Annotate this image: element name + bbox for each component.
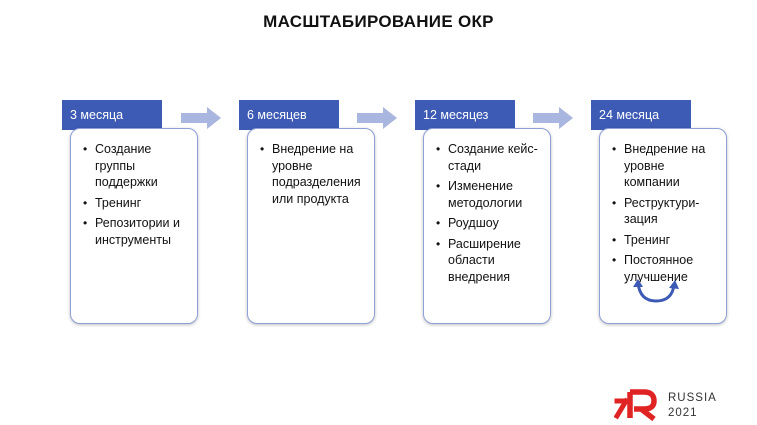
brand-name: RUSSIA	[668, 392, 717, 404]
cycle-arrow-icon	[633, 279, 679, 303]
brand-text: RUSSIA 2021	[668, 391, 717, 421]
stage-card: Внедрение на уровне компании Реструктури…	[599, 128, 727, 324]
stage-3-months: 3 месяца Создание группы поддержки Трени…	[62, 100, 220, 326]
stage-6-months: 6 месяцев Внедрение на уровне подразделе…	[239, 100, 397, 326]
list-item: Репозитории и инструменты	[83, 215, 189, 248]
page-title: МАСШТАБИРОВАНИЕ ОКР	[263, 12, 494, 31]
brand-year: 2021	[668, 407, 698, 419]
arrow-right-icon	[357, 107, 397, 129]
stage-12-months: 12 месяцез Создание кейс-стади Изменение…	[415, 100, 573, 326]
stage-label: 24 месяца	[591, 100, 691, 130]
stage-card: Создание кейс-стади Изменение методологи…	[423, 128, 551, 324]
list-item: Внедрение на уровне компании	[612, 141, 718, 191]
stage-card: Внедрение на уровне подразделения или пр…	[247, 128, 375, 324]
stage-24-months: 24 месяца Внедрение на уровне компании Р…	[591, 100, 749, 326]
kr-logo-icon	[614, 389, 657, 422]
list-item: Тренинг	[612, 232, 718, 249]
stage-label: 12 месяцез	[415, 100, 515, 130]
arrow-right-icon	[181, 107, 221, 129]
list-item: Постоянное улучшение	[612, 252, 718, 285]
list-item: Расширение области внедрения	[436, 236, 542, 286]
list-item: Создание группы поддержки	[83, 141, 189, 191]
stage-label: 3 месяца	[62, 100, 162, 130]
list-item: Создание кейс-стади	[436, 141, 542, 174]
list-item: Тренинг	[83, 195, 189, 212]
list-item: Роудшоу	[436, 215, 542, 232]
list-item: Изменение методологии	[436, 178, 542, 211]
list-item: Реструктури-зация	[612, 195, 718, 228]
stage-label: 6 месяцев	[239, 100, 339, 130]
list-item: Внедрение на уровне подразделения или пр…	[260, 141, 366, 207]
stage-card: Создание группы поддержки Тренинг Репози…	[70, 128, 198, 324]
arrow-right-icon	[533, 107, 573, 129]
